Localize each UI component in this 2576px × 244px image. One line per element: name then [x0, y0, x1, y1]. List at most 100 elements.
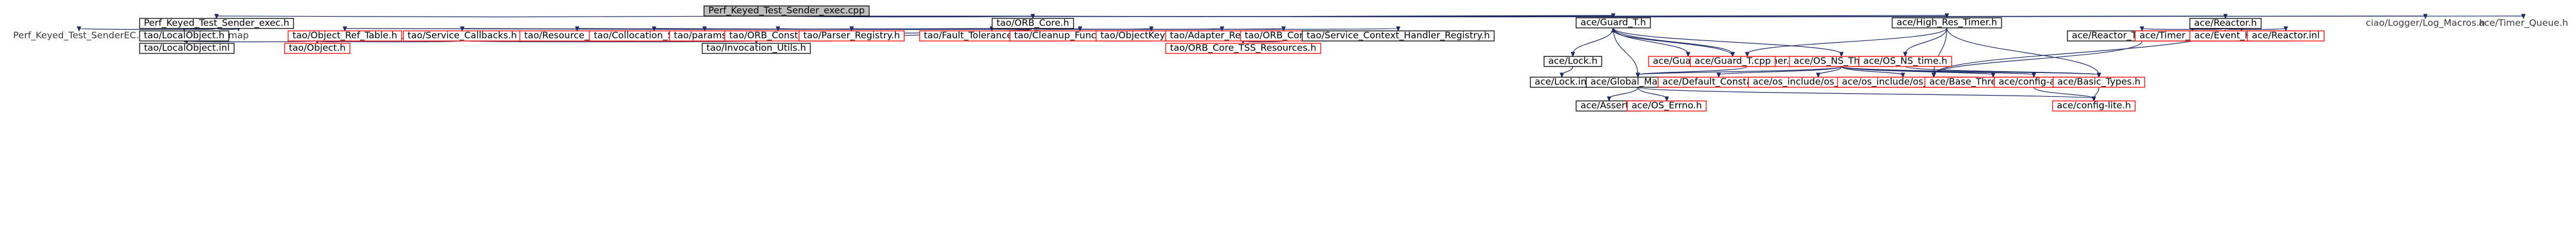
- node-sender-ec-h: Perf_Keyed_Test_SenderEC.h: [13, 30, 145, 42]
- arrowhead: [1903, 52, 1908, 58]
- node-box: [288, 30, 402, 42]
- arrowhead: [1078, 26, 1082, 32]
- node-ace-reactor-inl[interactable]: ace/Reactor.inl: [2247, 30, 2325, 42]
- arrowhead: [214, 14, 219, 20]
- node-label: ace/Lock.inl: [1535, 77, 1589, 87]
- node-label: ace/OS_NS_time.h: [1863, 56, 1947, 67]
- arrowhead: [1220, 26, 1224, 32]
- node-sender-exec-h[interactable]: Perf_Keyed_Test_Sender_exec.h: [139, 18, 294, 29]
- nodes-layer: Perf_Keyed_Test_Sender_exec.cppPerf_Keye…: [13, 5, 2568, 112]
- node-tao-object-ref-table-h[interactable]: tao/Object_Ref_Table.h: [288, 30, 402, 42]
- node-box: [703, 5, 870, 17]
- node-ace-os-ns-time-h[interactable]: ace/OS_NS_time.h: [1858, 56, 1952, 67]
- node-tao-invocation-utils-h[interactable]: tao/Invocation_Utils.h: [702, 43, 811, 54]
- arrowhead: [1611, 27, 1616, 33]
- node-tao-orb-core-h[interactable]: tao/ORB_Core.h: [992, 18, 1074, 29]
- edge-tao-service-callbacks-h-to-tao-invocation-utils-h: [462, 40, 757, 43]
- node-tao-service-context-handler-registry-h[interactable]: tao/Service_Context_Handler_Registry.h: [1302, 30, 1495, 42]
- node-ace-os-errno-h[interactable]: ace/OS_Errno.h: [1627, 100, 1707, 112]
- node-tao-orb-core-tss-resources-h[interactable]: tao/ORB_Core_TSS_Resources.h: [1165, 43, 1321, 54]
- node-ace-assert-h[interactable]: ace/Assert.h: [1576, 100, 1643, 112]
- node-box: [139, 18, 294, 29]
- node-label: ace/Reactor.inl: [2252, 30, 2319, 41]
- arrowhead: [652, 26, 656, 32]
- arrowhead: [574, 26, 580, 32]
- arrowhead: [1716, 72, 1721, 78]
- node-tao-params-h[interactable]: tao/params.h: [669, 30, 740, 42]
- edge-ace-high-res-timer-h-to-ace-basic-types-h: [1946, 27, 2100, 75]
- node-box: [139, 43, 235, 54]
- arrowhead: [1664, 96, 1669, 102]
- node-ace-guard-t-h[interactable]: ace/Guard_T.h: [1576, 17, 1651, 28]
- arrowhead: [1931, 72, 1936, 78]
- arrowhead: [2521, 14, 2526, 20]
- edge-root-to-ace-timer-queue-h: [786, 15, 2524, 18]
- node-label: tao/ORB_Core_TSS_Resources.h: [1170, 43, 1316, 54]
- edge-ace-os-ns-thread-h-to-ace-global-macros-h: [1637, 66, 1842, 75]
- edge-ace-global-macros-h-to-ace-os-errno-h: [1637, 87, 1668, 99]
- edge-ace-os-ns-time-h-to-ace-basic-types-h: [1905, 66, 2100, 75]
- arrowhead: [1816, 72, 1821, 78]
- node-label: ace/config-lite.h: [2057, 100, 2131, 111]
- node-box: [1858, 56, 1952, 67]
- node-ace-lock-inl[interactable]: ace/Lock.inl: [1530, 77, 1594, 88]
- arrowhead: [1149, 26, 1154, 32]
- edge-ace-guard-t-h-to-ace-guard-t-cpp: [1612, 27, 1734, 55]
- node-label: ace/Guard_T.cpp: [1694, 56, 1771, 67]
- edge-ace-global-macros-h-to-ace-assert-h: [1608, 87, 1639, 99]
- node-root: Perf_Keyed_Test_Sender_exec.cpp: [703, 5, 870, 17]
- node-label: ace/config-all.h: [1999, 77, 2069, 87]
- node-box: [139, 30, 229, 42]
- arrowhead: [775, 26, 781, 32]
- node-ace-timer-queue-h: ace/Timer_Queue.h: [2479, 18, 2568, 29]
- arrowhead: [2091, 96, 2097, 102]
- arrowhead: [1685, 52, 1691, 58]
- node-tao-parser-registry-h[interactable]: tao/Parser_Registry.h: [798, 30, 905, 42]
- edge-ace-os-ns-thread-h-to-ace-default-constants-h: [1718, 66, 1842, 75]
- arrowhead: [1636, 72, 1640, 78]
- node-tao-object-h[interactable]: tao/Object.h: [284, 43, 351, 54]
- arrowhead: [1611, 13, 1616, 19]
- node-ace-lock-h[interactable]: ace/Lock.h: [1543, 56, 1602, 67]
- node-map: map: [228, 30, 248, 41]
- node-label: ace/Reactor.h: [2194, 18, 2257, 28]
- node-box: [2053, 77, 2145, 88]
- arrowhead: [2283, 26, 2288, 32]
- node-label: tao/ORB_Core.h: [996, 18, 1069, 29]
- node-label: tao/Object_Ref_Table.h: [292, 30, 397, 42]
- node-tao-service-callbacks-h[interactable]: tao/Service_Callbacks.h: [403, 30, 522, 42]
- node-ace-guard-t-cpp[interactable]: ace/Guard_T.cpp: [1690, 56, 1776, 67]
- edge-ace-guard-t-h-to-ace-global-macros-h: [1612, 27, 1639, 75]
- node-tao-localobject-inl[interactable]: tao/LocalObject.inl: [139, 43, 235, 54]
- node-ace-config-lite-h[interactable]: ace/config-lite.h: [2052, 100, 2136, 112]
- node-box: [1690, 56, 1776, 67]
- edge-ace-config-all-h-to-ace-config-lite-h: [2033, 87, 2095, 99]
- edge-ace-global-macros-h-to-ace-config-lite-h: [1637, 87, 2095, 99]
- node-box: [2052, 100, 2136, 112]
- arrowhead: [1606, 96, 1612, 102]
- node-ace-reactor-h[interactable]: ace/Reactor.h: [2189, 18, 2262, 29]
- node-ace-high-res-timer-h[interactable]: ace/High_Res_Timer.h: [1892, 17, 2002, 28]
- arrowhead: [849, 26, 854, 32]
- arrowhead: [1281, 26, 1286, 32]
- node-label: tao/LocalObject.inl: [144, 43, 229, 53]
- node-label: tao/Service_Context_Handler_Registry.h: [1306, 30, 1490, 42]
- arrowhead: [2031, 72, 2037, 78]
- node-label: ace/OS_Errno.h: [1631, 100, 1701, 112]
- arrowhead: [2139, 26, 2145, 32]
- node-label: ace/Guard_T.h: [1580, 17, 1646, 28]
- arrowhead: [77, 26, 81, 32]
- edge-ace-reactor-timer-interface-h-to-ace-time-value-h: [1933, 40, 2143, 75]
- node-ace-basic-types-h[interactable]: ace/Basic_Types.h: [2053, 77, 2145, 88]
- node-box: [284, 43, 351, 54]
- node-label: tao/Parser_Registry.h: [803, 30, 900, 42]
- arrowhead: [460, 26, 465, 32]
- node-box: [798, 30, 905, 42]
- node-label: map: [228, 30, 248, 41]
- node-tao-localobject-h[interactable]: tao/LocalObject.h: [139, 30, 229, 42]
- arrowhead: [1745, 52, 1750, 58]
- node-box: [1627, 100, 1707, 112]
- edge-ace-high-res-timer-h-to-ace-time-value-h: [1933, 27, 1947, 75]
- node-box: [2247, 30, 2325, 42]
- node-label: Perf_Keyed_Test_Sender_exec.cpp: [708, 5, 864, 17]
